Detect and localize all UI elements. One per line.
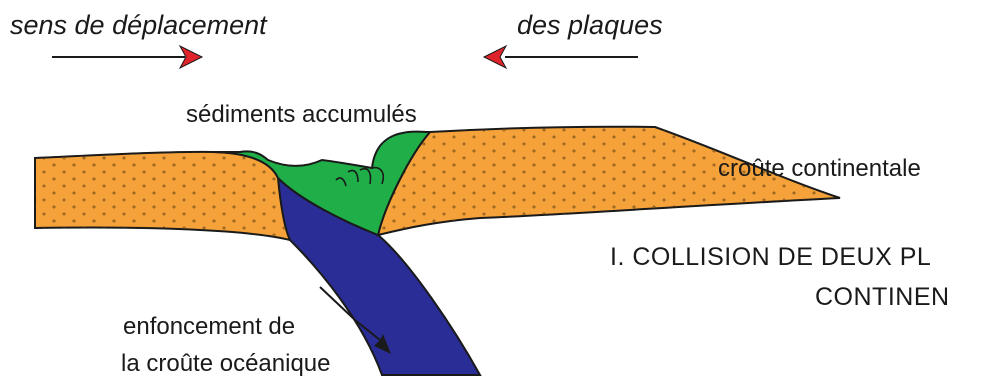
movement-arrow-left [484, 46, 638, 68]
sinking-label-line-1: enfoncement de [123, 313, 295, 341]
movement-label-right: des plaques [517, 10, 663, 41]
continental-crust-label: croûte continentale [718, 155, 921, 183]
movement-arrow-right [52, 46, 202, 68]
movement-label-left: sens de déplacement [10, 10, 267, 41]
sinking-label-line-2: la croûte océanique [121, 350, 330, 378]
sediments-label: sédiments accumulés [186, 101, 417, 129]
diagram-title-line-1: I. COLLISION DE DEUX PL [610, 243, 931, 272]
diagram-title-line-2: CONTINEN [815, 283, 950, 312]
